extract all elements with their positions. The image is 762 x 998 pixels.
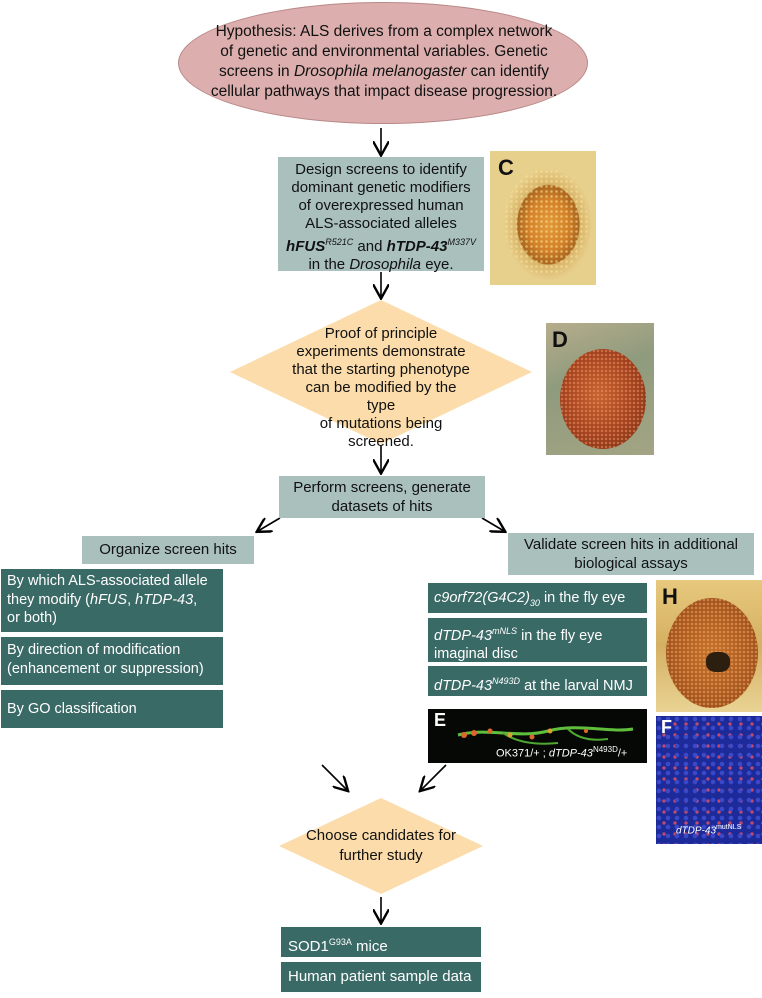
panel-e-label: E [434, 710, 447, 730]
panel-e-caption: OK371/+ ; dTDP-43N493D/+ [496, 745, 628, 760]
panel-d-label: D [552, 327, 568, 352]
choose-candidates-diamond [279, 798, 483, 894]
panel-c-fly-eye-image: C [490, 151, 596, 285]
assay-c9orf72-box: c9orf72(G4C2)30 in the fly eye [428, 583, 647, 613]
choose-candidates-text: Choose candidates for further study [305, 827, 457, 864]
panel-e-nmj-image: E OK371/+ ; dTDP-43N493D/+ [428, 709, 647, 763]
panel-f-imaginal-disc-image: F dTDP-43mutNLS [656, 716, 762, 844]
organize-by-go-box: By GO classification [1, 690, 223, 728]
assay-nmj-box: dTDP-43N493D at the larval NMJ [428, 666, 647, 696]
design-screens-box: Design screens to identify dominant gene… [278, 157, 484, 273]
organize-by-allele-box: By which ALS-associated allele they modi… [1, 569, 223, 632]
organize-screen-hits-box: Organize screen hits [82, 536, 254, 564]
hypothesis-text: Hypothesis: ALS derives from a complex n… [210, 23, 558, 100]
validate-screen-hits-box: Validate screen hits in additional biolo… [508, 533, 754, 575]
organize-by-direction-box: By direction of modification (enhancemen… [1, 637, 223, 685]
arrow-perform-to-validate [481, 517, 504, 531]
panel-f-label: F [661, 717, 672, 737]
panel-c-label: C [498, 155, 514, 180]
assay-dtdp43-mnls-box: dTDP-43mNLS in the fly eye imaginal disc [428, 618, 647, 662]
panel-h-fly-eye-image: H [656, 580, 762, 712]
compound-eye-shape [560, 349, 646, 449]
arrow-left-to-choose [321, 764, 347, 790]
compound-eye-texture [504, 169, 588, 275]
panel-f-caption: dTDP-43mutNLS [676, 824, 742, 837]
panel-d-fly-eye-image: D [546, 323, 654, 455]
perform-screens-box: Perform screens, generate datasets of hi… [279, 476, 485, 518]
sod1-mice-box: SOD1G93A mice [281, 927, 481, 957]
proof-of-principle-diamond [230, 300, 532, 444]
proof-of-principle-text: Proof of principle experiments demonstra… [292, 325, 470, 450]
necrotic-patch [706, 652, 730, 672]
human-patient-sample-box: Human patient sample data [281, 962, 481, 992]
panel-h-label: H [662, 584, 678, 609]
arrow-right-to-choose [421, 764, 447, 790]
hypothesis-ellipse [178, 2, 588, 124]
nmj-branches [457, 726, 634, 745]
arrow-perform-to-organize [258, 517, 281, 531]
